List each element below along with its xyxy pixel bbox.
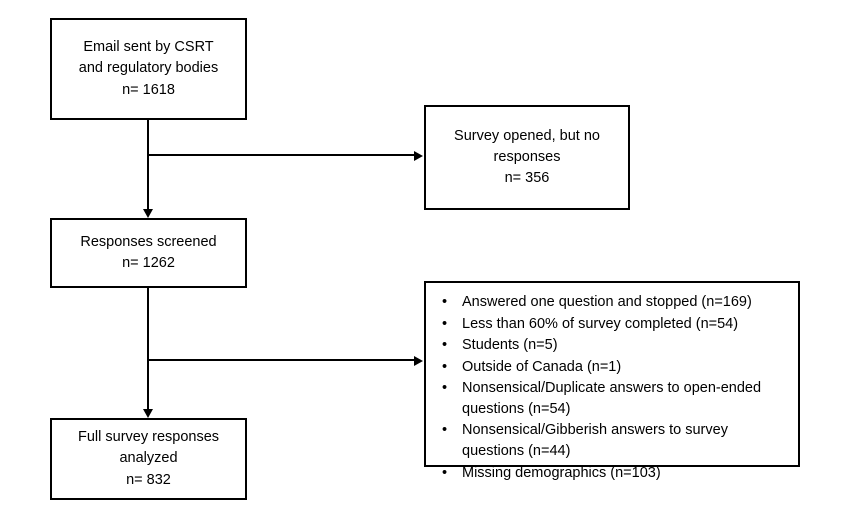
connector-screened-to-analyzed (147, 288, 149, 412)
arrow-right-icon-email-to-survey-opened (414, 151, 423, 161)
flow-node-full-survey-analyzed-count: n= 832 (126, 471, 171, 488)
exclusion-reason-item: Less than 60% of survey completed (n=54) (436, 314, 788, 335)
flow-node-full-survey-analyzed: Full survey responses analyzed n= 832 (50, 418, 247, 500)
arrow-down-icon-email-to-screened (143, 209, 153, 218)
arrow-right-icon-screened-to-exclusions (414, 356, 423, 366)
connector-email-to-screened (147, 120, 149, 212)
flow-node-responses-screened-count: n= 1262 (122, 255, 175, 271)
flow-node-email-sent: Email sent by CSRT and regulatory bodies… (50, 18, 247, 120)
flow-node-email-sent-line-1: Email sent by CSRT (83, 39, 214, 56)
exclusion-reason-item: Answered one question and stopped (n=169… (436, 292, 788, 313)
exclusion-reason-item: Students (n=5) (436, 335, 788, 356)
connector-screened-to-exclusions (147, 359, 415, 361)
flow-node-responses-screened-text: Responses screened n= 1262 (52, 232, 245, 274)
flow-node-survey-opened-line-1: Survey opened, but no (454, 127, 600, 144)
flow-node-full-survey-analyzed-text: Full survey responses analyzed n= 832 (52, 427, 245, 490)
flow-node-responses-screened: Responses screened n= 1262 (50, 218, 247, 288)
flow-node-email-sent-line-2: and regulatory bodies (78, 60, 219, 77)
arrow-down-icon-screened-to-analyzed (143, 409, 153, 418)
flow-node-email-sent-count: n= 1618 (122, 81, 175, 98)
flow-node-survey-opened-count: n= 356 (504, 170, 550, 186)
exclusion-reason-item: Nonsensical/Gibberish answers to survey … (436, 420, 788, 461)
flow-node-responses-screened-line-1: Responses screened (80, 233, 217, 250)
flow-node-survey-opened-text: Survey opened, but no responses n= 356 (426, 126, 628, 189)
flow-node-email-sent-text: Email sent by CSRT and regulatory bodies… (52, 37, 245, 100)
exclusion-reason-item: Missing demographics (n=103) (436, 463, 788, 484)
exclusion-reason-item: Outside of Canada (n=1) (436, 357, 788, 378)
flow-node-full-survey-analyzed-line-1: Full survey responses (77, 429, 220, 446)
exclusion-reason-list: Answered one question and stopped (n=169… (436, 292, 788, 483)
connector-email-to-survey-opened (147, 154, 415, 156)
flow-node-survey-opened: Survey opened, but no responses n= 356 (424, 105, 630, 210)
flow-node-survey-opened-line-2: responses (493, 148, 561, 165)
flow-node-exclusion-reasons: Answered one question and stopped (n=169… (424, 281, 800, 483)
flow-node-full-survey-analyzed-line-2: analyzed (119, 450, 178, 467)
exclusion-reason-item: Nonsensical/Duplicate answers to open-en… (436, 378, 788, 419)
